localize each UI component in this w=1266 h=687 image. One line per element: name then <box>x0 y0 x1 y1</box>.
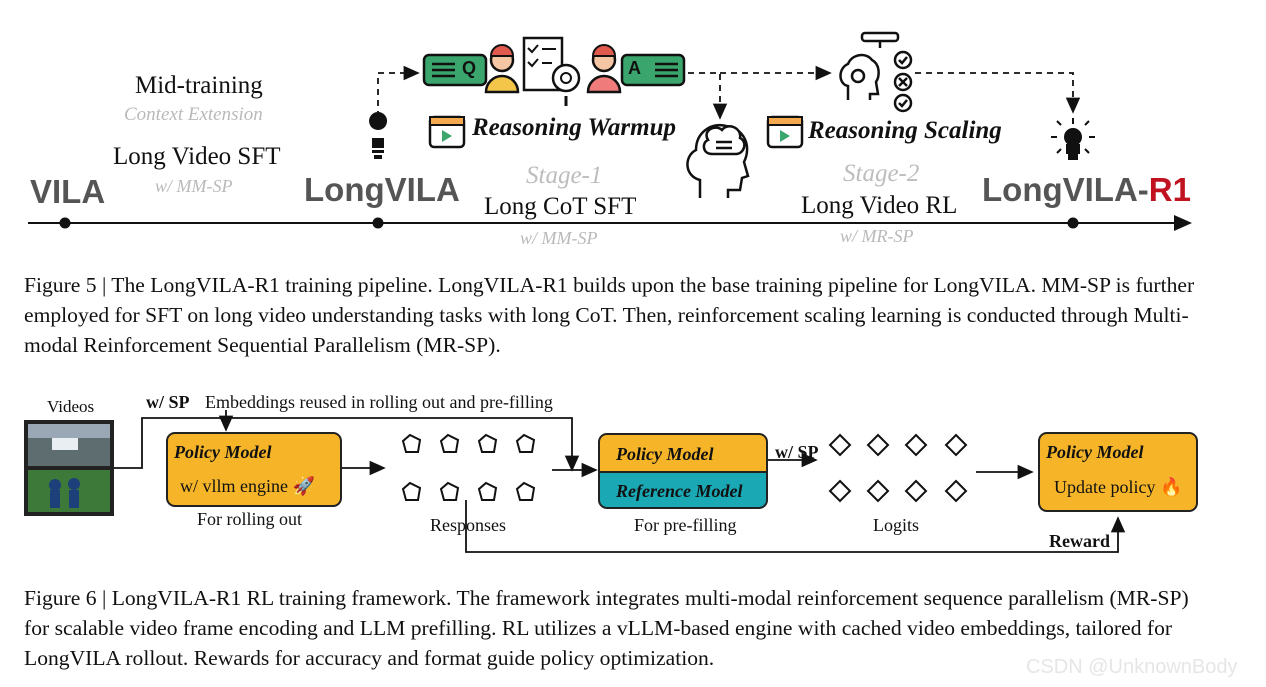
reward-label: Reward <box>1049 531 1110 551</box>
stage1-method-label: w/ MM-SP <box>520 228 598 248</box>
stage2-label: Stage-2 <box>843 160 920 187</box>
video-clip-icon-warmup <box>428 115 466 149</box>
answer-bubble-icon <box>620 53 686 87</box>
reasoning-scaling-label: Reasoning Scaling <box>808 117 1002 144</box>
person-icon-yellow <box>484 44 520 94</box>
document-gear-icon <box>522 36 581 106</box>
mm-sp-label-1: w/ MM-SP <box>155 176 233 196</box>
longvila-r1-base: LongVILA- <box>982 171 1149 208</box>
watermark: CSDN @UnknownBody <box>1026 656 1238 678</box>
policy-model-rollout-box: Policy Model w/ vllm engine 🚀 <box>166 432 342 507</box>
responses-label: Responses <box>430 515 506 535</box>
video-clip-icon-scaling <box>766 115 804 149</box>
reward-loop-line <box>465 500 1126 553</box>
w-sp-top-label: w/ SP <box>146 392 190 412</box>
person-icon-red <box>586 44 622 94</box>
w-sp-mid-label: w/ SP <box>775 442 819 462</box>
question-bubble-icon <box>422 53 488 87</box>
embeddings-note-label: Embeddings reused in rolling out and pre… <box>205 392 553 412</box>
videos-label: Videos <box>47 397 95 416</box>
dashed-arrow-to-bulb <box>915 72 1081 114</box>
longvila-r1-suffix: R1 <box>1148 171 1191 208</box>
figure6-caption: Figure 6 | LongVILA-R1 RL training frame… <box>24 586 1189 670</box>
long-video-sft-label: Long Video SFT <box>113 143 281 170</box>
sp-embedding-line <box>114 417 580 472</box>
reasoning-warmup-label: Reasoning Warmup <box>472 114 677 141</box>
dashed-arrow-to-think <box>688 72 728 120</box>
policy-model-rollout-text: w/ vllm engine 🚀 <box>180 476 315 496</box>
mid-training-label: Mid-training <box>135 72 263 99</box>
logit-diamonds <box>828 433 968 503</box>
timeline-dot-longvila <box>372 217 384 229</box>
stage2-method-label: w/ MR-SP <box>840 226 914 246</box>
policy-model-prefill-box: Policy Model <box>598 433 768 473</box>
for-rolling-out-label: For rolling out <box>197 509 303 529</box>
response-pentagons <box>401 433 536 501</box>
logits-label: Logits <box>873 515 920 535</box>
policy-model-rollout-title: Policy Model <box>174 442 272 462</box>
dashed-arrow-to-qa <box>377 65 420 128</box>
figure5-graphics <box>28 31 1192 231</box>
stage1-label: Stage-1 <box>526 162 603 189</box>
stage1-task-label: Long CoT SFT <box>484 193 637 220</box>
longvila-label: LongVILA <box>304 171 460 208</box>
policy-model-update-box: Policy Model Update policy 🔥 <box>1038 432 1198 512</box>
reference-model-title: Reference Model <box>616 481 743 501</box>
policy-model-update-text: Update policy 🔥 <box>1054 477 1183 497</box>
vila-label: VILA <box>30 173 106 210</box>
policy-model-prefill-title: Policy Model <box>616 444 714 464</box>
stage2-task-label: Long Video RL <box>801 192 958 219</box>
lightbulb-icon <box>369 112 388 159</box>
video-frames-thumbnail <box>24 420 114 516</box>
glowing-lightbulb-icon <box>1051 118 1095 160</box>
reference-model-box: Reference Model <box>598 471 768 509</box>
gear-head-checklist-icon <box>839 31 913 113</box>
figure5-caption: Figure 5 | The LongVILA-R1 training pipe… <box>24 273 1195 357</box>
timeline-dot-vila <box>59 217 71 229</box>
timeline-dot-longvila-r1 <box>1067 217 1079 229</box>
policy-model-update-title: Policy Model <box>1046 442 1144 462</box>
context-extension-label: Context Extension <box>124 104 263 125</box>
for-prefilling-label: For pre-filling <box>634 515 737 535</box>
a-letter: A <box>628 58 641 78</box>
figure6-graphics <box>24 410 1126 553</box>
thinking-head-icon <box>686 123 750 198</box>
q-letter: Q <box>462 58 477 78</box>
longvila-r1-label: LongVILA-R1 <box>982 171 1191 209</box>
